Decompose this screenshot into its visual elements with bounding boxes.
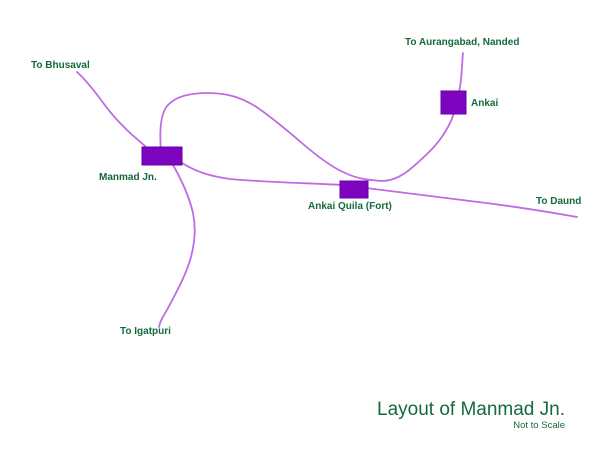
- station-box-ankai-quila: [339, 180, 369, 199]
- label-station-manmad-jn: Manmad Jn.: [99, 172, 157, 183]
- title-block: Layout of Manmad Jn. Not to Scale: [377, 400, 565, 431]
- map-subtitle: Not to Scale: [513, 420, 565, 431]
- label-to-bhusaval: To Bhusaval: [31, 60, 90, 71]
- label-station-ankai-quila: Ankai Quila (Fort): [308, 201, 392, 212]
- label-station-ankai: Ankai: [471, 98, 499, 109]
- label-to-igatpuri: To Igatpuri: [120, 326, 171, 337]
- map-title: Layout of Manmad Jn.: [377, 399, 565, 420]
- rail-line-to-bhusaval: [76, 71, 147, 148]
- station-box-ankai: [440, 90, 467, 115]
- station-box-manmad-jn: [141, 146, 183, 166]
- rail-line-to-aurangabad: [159, 52, 464, 182]
- rail-line-to-igatpuri: [158, 164, 196, 328]
- label-to-aurangabad-nanded: To Aurangabad, Nanded: [405, 37, 520, 48]
- label-to-daund: To Daund: [536, 196, 582, 207]
